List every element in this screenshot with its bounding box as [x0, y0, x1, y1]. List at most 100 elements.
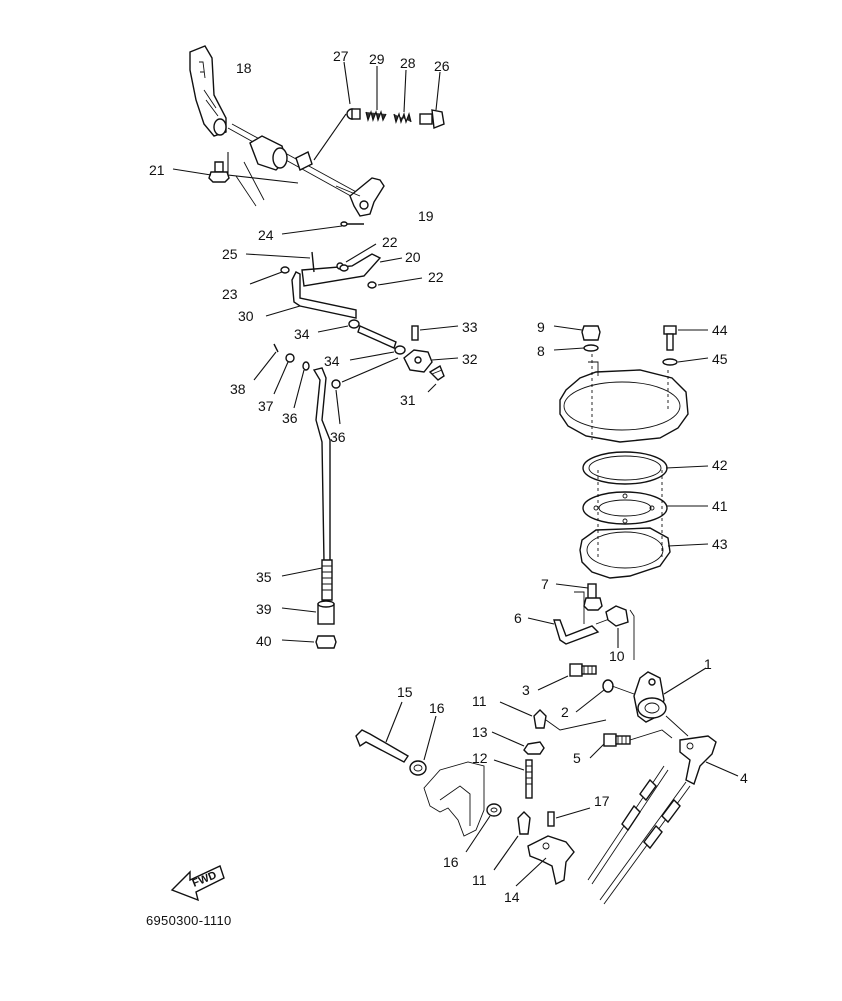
bolt-part-7	[555, 583, 603, 611]
callout-22-lower: 22	[428, 269, 444, 285]
callout-40: 40	[256, 633, 272, 649]
callout-37: 37	[258, 398, 274, 414]
washer-part-23	[249, 266, 290, 285]
spacer-part-39	[281, 600, 335, 625]
pin-part-24	[281, 221, 364, 235]
callout-17: 17	[594, 793, 610, 809]
callout-23: 23	[222, 286, 238, 302]
pin-part-17	[547, 807, 591, 827]
nut-part-40	[281, 635, 337, 649]
fwd-arrow-icon: FWD	[170, 865, 225, 902]
callout-28: 28	[400, 55, 416, 71]
callout-30: 30	[238, 308, 254, 324]
washer-part-36-right	[331, 357, 399, 425]
callout-45: 45	[712, 351, 728, 367]
callout-18: 18	[236, 60, 252, 76]
callout-31: 31	[400, 392, 416, 408]
shaft-part-30	[265, 271, 357, 319]
pin-part-11-upper	[499, 701, 607, 731]
washer-part-36-left	[293, 361, 310, 409]
callout-16-upper: 16	[429, 700, 445, 716]
spring-part-29	[365, 66, 387, 123]
clip-part-31	[427, 364, 445, 393]
bolt-part-21	[172, 161, 230, 183]
callout-5: 5	[573, 750, 581, 766]
nut-part-13	[491, 731, 545, 755]
callout-21: 21	[149, 162, 165, 178]
lever-part-14	[515, 835, 575, 887]
plug-part-26	[419, 71, 445, 129]
callout-22-upper: 22	[382, 234, 398, 250]
callout-32: 32	[462, 351, 478, 367]
callout-1: 1	[704, 656, 712, 672]
cap-part-27	[343, 61, 361, 120]
callout-36-right: 36	[330, 429, 346, 445]
callout-6: 6	[514, 610, 522, 626]
callout-20: 20	[405, 249, 421, 265]
bushing-part-16-upper	[409, 715, 437, 776]
callout-13: 13	[472, 724, 488, 740]
callout-41: 41	[712, 498, 728, 514]
callout-34-lower: 34	[324, 353, 340, 369]
callout-8: 8	[537, 343, 545, 359]
stud-part-12	[493, 759, 533, 799]
rod-part-35	[281, 367, 333, 601]
callout-14: 14	[504, 889, 520, 905]
callout-9: 9	[537, 319, 545, 335]
bracket-part-4	[679, 735, 739, 785]
collar-part-2	[575, 679, 635, 713]
pin-part-38	[253, 343, 279, 381]
ring-part-42	[582, 451, 709, 485]
pin-part-33	[411, 325, 459, 341]
callout-2: 2	[561, 704, 569, 720]
callout-38: 38	[230, 381, 246, 397]
housing-ring	[559, 354, 689, 443]
callout-27: 27	[333, 48, 349, 64]
callout-3: 3	[522, 682, 530, 698]
callout-4: 4	[740, 770, 748, 786]
washer-part-8	[553, 344, 599, 352]
callout-43: 43	[712, 536, 728, 552]
callout-10: 10	[609, 648, 625, 664]
shift-lever-part-18	[189, 45, 227, 137]
callout-11-lower: 11	[472, 872, 487, 888]
pin-part-25	[245, 251, 315, 273]
clamp-part-10	[605, 605, 635, 660]
callout-25: 25	[222, 246, 238, 262]
callout-33: 33	[462, 319, 478, 335]
callout-34-upper: 34	[294, 326, 310, 342]
lever-part-1	[633, 667, 707, 737]
callout-29: 29	[369, 51, 385, 67]
bolt-part-3	[537, 663, 597, 691]
washer-part-22-lower	[367, 277, 423, 289]
callout-35: 35	[256, 569, 272, 585]
shaft-part-19	[227, 113, 385, 217]
washer-part-37	[273, 353, 295, 395]
pin-shaft-part	[357, 325, 397, 349]
callout-11-upper: 11	[472, 693, 487, 709]
plate-part-41	[582, 491, 708, 525]
bracket-housing	[423, 761, 485, 837]
callout-7: 7	[541, 576, 549, 592]
callout-12: 12	[472, 750, 488, 766]
pin-part-11-lower	[493, 811, 531, 871]
collar-part-34-upper	[317, 319, 360, 333]
bracket-part-32	[403, 349, 459, 373]
callout-15: 15	[397, 684, 413, 700]
callout-19: 19	[418, 208, 434, 224]
callout-36-left: 36	[282, 410, 298, 426]
nut-part-9	[553, 325, 601, 341]
callout-24: 24	[258, 227, 274, 243]
remote-cables	[587, 765, 691, 905]
callout-44: 44	[712, 322, 728, 338]
gasket-part-43	[579, 470, 709, 579]
washer-part-22-upper	[339, 243, 377, 272]
drawing-code: 6950300-1110	[146, 913, 232, 928]
washer-part-45	[662, 357, 709, 366]
callout-26: 26	[434, 58, 450, 74]
bolt-part-44	[663, 325, 708, 351]
collar-part-34-lower	[349, 345, 406, 361]
callout-39: 39	[256, 601, 272, 617]
callout-16-lower: 16	[443, 854, 459, 870]
